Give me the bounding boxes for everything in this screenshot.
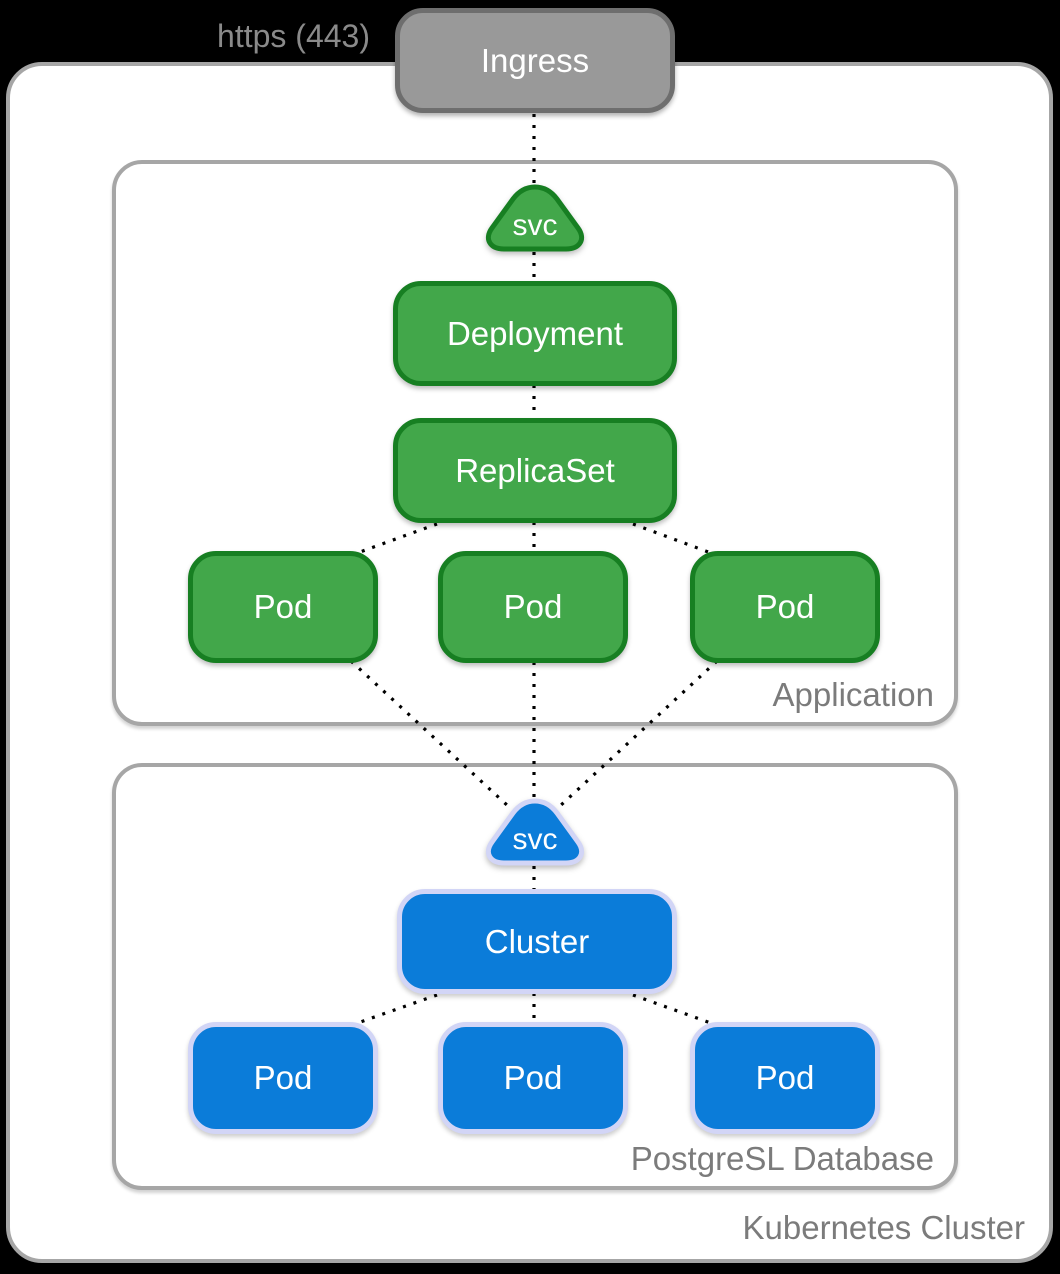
app-service-label: svc [512, 209, 558, 242]
db-pod-1: Pod [188, 1022, 378, 1134]
app-pod-3: Pod [690, 551, 880, 663]
ingress-node: Ingress [395, 8, 675, 113]
service-shape-icon [486, 184, 584, 252]
service-shape-icon [486, 798, 584, 866]
app-pod-2: Pod [438, 551, 628, 663]
db-pod-2: Pod [438, 1022, 628, 1134]
kubernetes-cluster-label: Kubernetes Cluster [742, 1209, 1025, 1246]
db-pod-3: Pod [690, 1022, 880, 1134]
database-label: PostgreSL Database [630, 1140, 934, 1177]
application-label: Application [772, 676, 934, 713]
db-service-label: svc [512, 823, 558, 856]
protocol-label: https (443) [217, 18, 370, 54]
replicaset-node: ReplicaSet [393, 418, 677, 523]
app-service-node: svc [477, 182, 593, 254]
db-cluster-node: Cluster [397, 889, 677, 994]
app-pod-1: Pod [188, 551, 378, 663]
deployment-node: Deployment [393, 281, 677, 386]
db-service-node: svc [477, 796, 593, 868]
